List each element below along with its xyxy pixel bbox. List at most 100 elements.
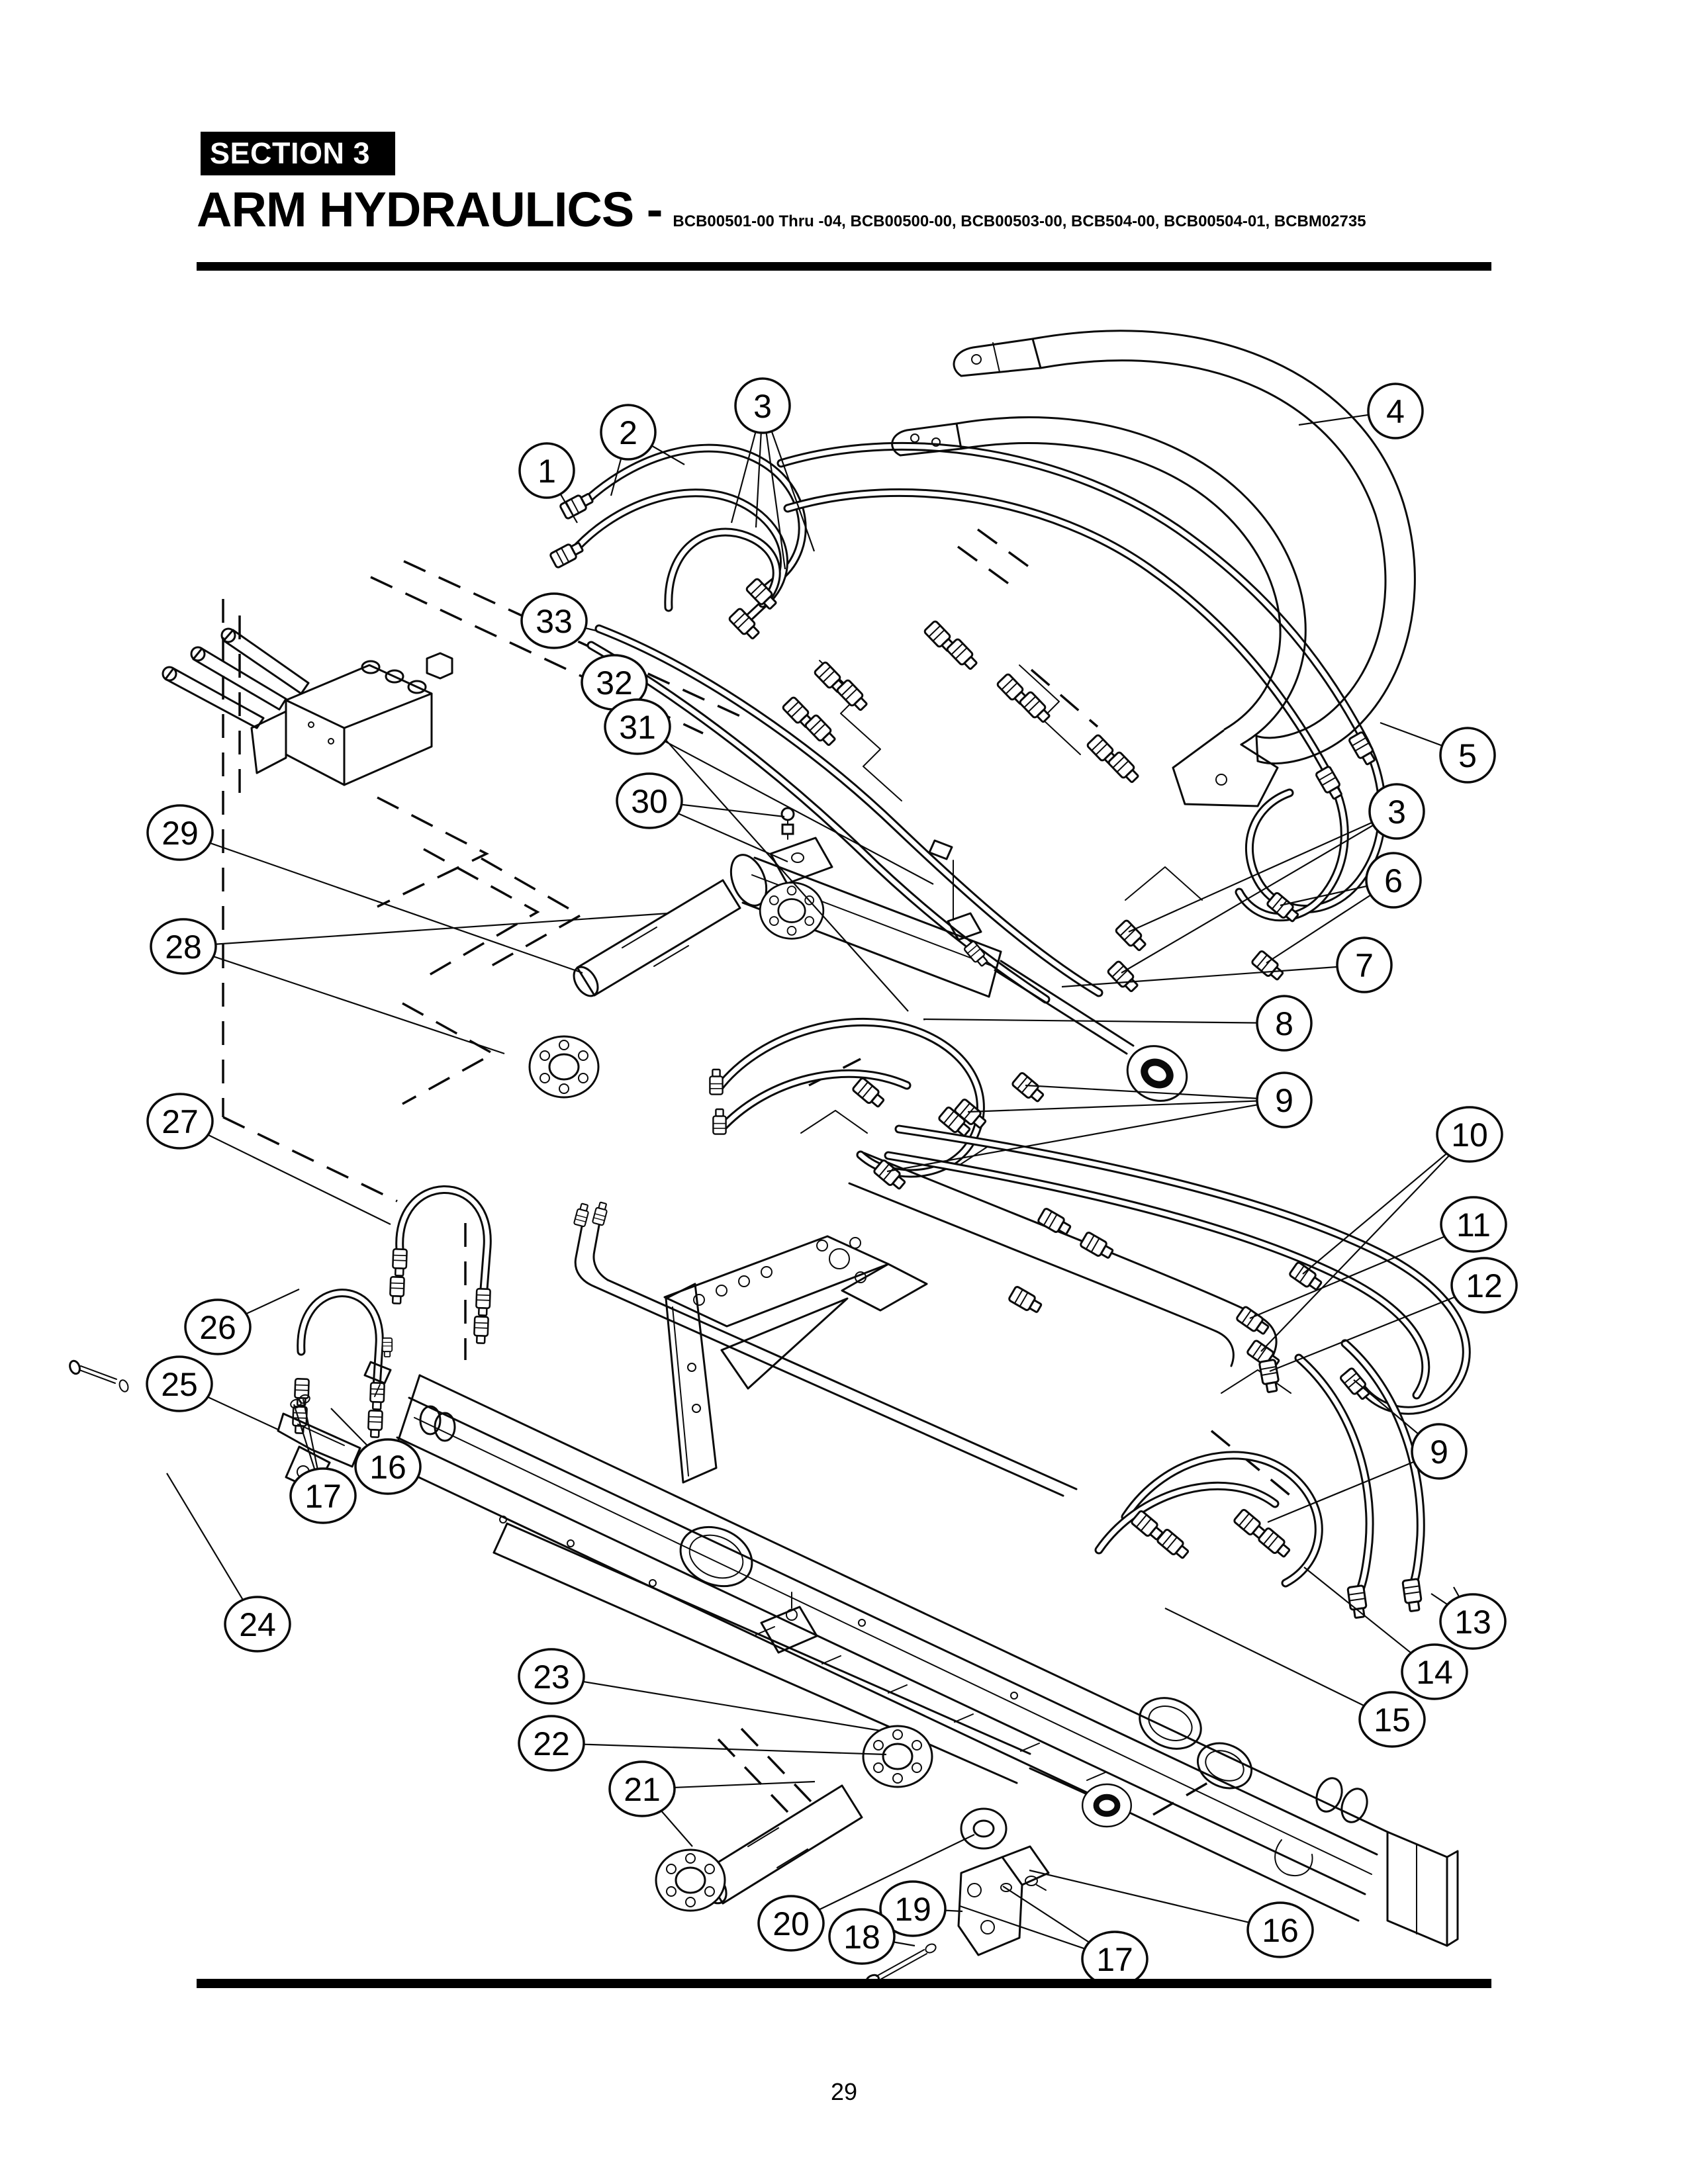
callout-number: 8 [1275,1005,1293,1042]
callout-number: 28 [165,929,202,966]
callout-16: 16 [354,1438,422,1495]
callout-number: 17 [1096,1941,1133,1978]
callout-circle [146,1355,213,1412]
page-number: 29 [830,2078,858,2105]
callout-25: 25 [146,1355,213,1412]
leader-line [1260,1134,1470,1352]
callout-number: 17 [305,1478,342,1515]
callout-circle [224,1596,291,1653]
callout-number: 10 [1451,1116,1488,1154]
callout-9: 9 [1411,1423,1468,1480]
callout-22: 22 [518,1715,585,1772]
callout-number: 21 [624,1771,661,1808]
callout-number: 16 [1262,1912,1299,1949]
leader-line [1128,810,1397,933]
leader-line [1269,1284,1485,1373]
callout-number: 5 [1458,737,1477,774]
callout-circle [1411,1423,1468,1480]
bottom-rule [197,1979,1491,1988]
page-title: ARM HYDRAULICS - BCB00501-00 Thru -04, B… [197,181,1366,238]
callout-number: 11 [1456,1206,1491,1244]
pivot-pin-and-collars [528,879,825,1099]
callout-circle [354,1438,422,1495]
callout-circle [616,772,683,829]
callout-number: 13 [1454,1604,1491,1641]
cut-marks [800,660,1291,1394]
callout-circle [184,1298,252,1355]
callout-number: 2 [619,414,637,451]
callout-number: 19 [894,1891,931,1928]
callout-number: 14 [1416,1654,1453,1691]
callout-number: 30 [631,783,668,820]
callout-12: 12 [1450,1257,1518,1314]
callout-8: 8 [1256,995,1313,1052]
callout-3: 3 [1368,783,1425,840]
callout-circle [1368,783,1425,840]
callout-circle [1436,1106,1503,1163]
callout-circle [146,804,214,861]
callout-circle [604,698,671,755]
callout-number: 15 [1374,1702,1411,1739]
callout-circle [150,918,217,975]
callout-21: 21 [608,1760,676,1817]
section-label: SECTION 3 [210,136,371,170]
lift-cylinder [729,807,1196,1111]
callout-number: 33 [536,603,573,640]
callout-number: 29 [162,815,199,852]
callout-6: 6 [1365,852,1422,909]
callout-number: 9 [1430,1433,1448,1471]
steel-tubes [573,1152,1278,1497]
callout-11: 11 [1440,1196,1507,1253]
callout-20: 20 [757,1895,825,1952]
leader-line [551,1742,887,1756]
callout-circle [518,1648,585,1705]
callout-15: 15 [1358,1691,1426,1748]
leader-line [1249,1223,1474,1320]
callout-number: 32 [596,664,633,702]
callout-circle [520,592,588,649]
leader-line [1029,1869,1281,1931]
leader-line [1121,811,1397,974]
callout-number: 12 [1466,1267,1503,1304]
leader-line [1267,1450,1440,1524]
callout-circle [828,1908,896,1965]
callout-5: 5 [1439,727,1496,784]
callout-27: 27 [146,1093,214,1150]
callout-circle [1365,852,1422,909]
callout-circle [1440,1196,1507,1253]
callout-26: 26 [184,1298,252,1355]
callout-circle [1439,727,1496,784]
callout-9: 9 [1256,1071,1313,1128]
callout-2: 2 [600,404,657,461]
leader-line [551,1675,881,1732]
bottom-pin-group [655,1725,1050,1987]
callout-32: 32 [581,654,648,711]
callout-number: 23 [533,1659,570,1696]
callout-number: 7 [1355,947,1374,984]
callout-number: 18 [843,1919,880,1956]
callout-circle [1401,1643,1468,1700]
callout-30: 30 [616,772,683,829]
leader-line [1025,1084,1285,1101]
top-rule [197,262,1491,271]
leader-line [183,912,669,948]
left-pivot-parts [69,1337,456,1492]
callout-14: 14 [1401,1643,1468,1700]
leader-line [967,1099,1285,1113]
callout-circle [1256,995,1313,1052]
section-badge: SECTION 3 [201,132,396,175]
callout-number: 22 [533,1725,570,1762]
callout-29: 29 [146,804,214,861]
leader-line [179,831,583,974]
title-text: ARM HYDRAULICS - [197,182,663,237]
dashed-guides [222,528,1293,1816]
callout-circle [1367,383,1424,439]
callout-circle [757,1895,825,1952]
callout-16: 16 [1246,1901,1314,1958]
callout-18: 18 [828,1908,896,1965]
leader-line [923,1018,1285,1024]
callout-1: 1 [518,442,575,499]
callout-number: 16 [369,1449,406,1486]
leader-line [1302,1134,1470,1275]
